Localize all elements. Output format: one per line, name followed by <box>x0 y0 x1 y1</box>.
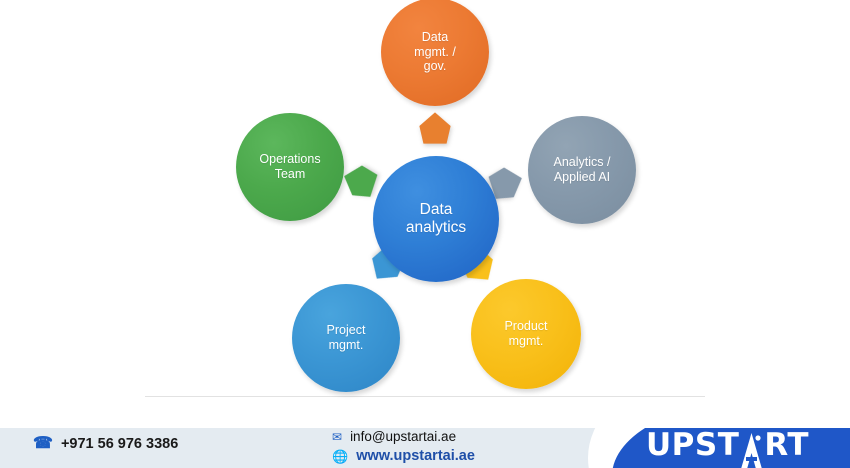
footer-email-text: info@upstartai.ae <box>350 429 457 444</box>
connector-arrow-right <box>486 162 529 205</box>
connector-arrow-top <box>418 111 452 145</box>
node-label-product-mgmt: Product mgmt. <box>504 319 548 348</box>
footer-website-text: www.upstartai.ae <box>356 448 475 464</box>
node-analytics-applied-ai[interactable]: Analytics / Applied AI <box>528 116 636 224</box>
node-label-project-mgmt: Project mgmt. <box>326 323 366 352</box>
node-label-data-analytics: Data analytics <box>405 200 467 236</box>
node-label-data-mgmt-gov: Data mgmt. / gov. <box>414 29 456 74</box>
upstart-logo[interactable]: UPST RT <box>646 428 809 468</box>
logo-text-post: RT <box>764 428 809 463</box>
node-product-mgmt[interactable]: Product mgmt. <box>471 279 581 389</box>
connector-arrow-left <box>338 160 381 203</box>
logo-background-fill <box>760 428 850 468</box>
footer-website-block[interactable]: 🌐 www.upstartai.ae <box>332 448 475 464</box>
globe-icon: 🌐 <box>332 448 349 464</box>
mail-icon: ✉ <box>332 429 343 444</box>
diagram-canvas: Data mgmt. / gov. Operations Team Analyt… <box>145 0 705 397</box>
horizontal-divider <box>145 396 705 397</box>
footer-phone-block[interactable]: ☎ +971 56 976 3386 <box>33 435 179 453</box>
logo-text-pre: UPST <box>646 428 740 463</box>
node-label-analytics-applied-ai: Analytics / Applied AI <box>553 155 611 184</box>
node-project-mgmt[interactable]: Project mgmt. <box>292 284 400 392</box>
footer-email-block[interactable]: ✉ info@upstartai.ae <box>332 429 456 444</box>
node-operations-team[interactable]: Operations Team <box>236 113 344 221</box>
node-label-operations-team: Operations Team <box>259 152 321 181</box>
phone-icon: ☎ <box>33 435 53 452</box>
node-data-analytics-hub[interactable]: Data analytics <box>373 156 499 282</box>
contact-footer-bar: ☎ +971 56 976 3386 ✉ info@upstartai.ae 🌐… <box>0 428 850 468</box>
footer-phone-text: +971 56 976 3386 <box>60 436 179 452</box>
node-data-mgmt-gov[interactable]: Data mgmt. / gov. <box>381 0 489 106</box>
